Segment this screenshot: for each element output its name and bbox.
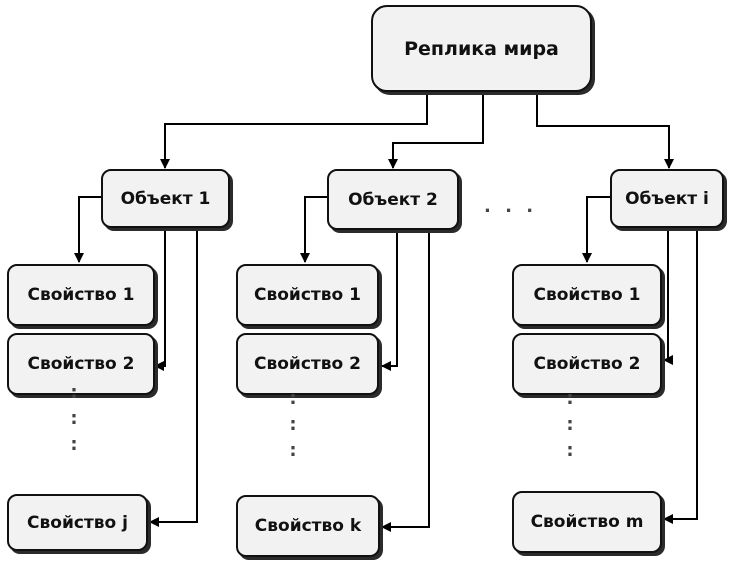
object-node-1: Объект 1 (101, 169, 230, 228)
property-node-object-1-1: Свойство 1 (7, 264, 155, 326)
connector-object-1-prop-last (149, 229, 198, 527)
object-node-i: Объект i (610, 169, 724, 228)
property-node-object-i-last: Свойство m (512, 491, 662, 553)
root-node: Реплика мира (371, 5, 592, 92)
property-node-object-i-1: Свойство 1 (512, 264, 662, 326)
property-ellipsis-object-2: : : : (289, 388, 297, 461)
object-node-2: Объект 2 (327, 169, 459, 230)
connector-object-1-prop-2 (154, 229, 166, 371)
property-ellipsis-object-i: : : : (566, 388, 574, 461)
connector-root-object-2 (388, 93, 484, 169)
property-ellipsis-object-1: : : : (70, 382, 78, 455)
property-node-object-1-2: Свойство 2 (7, 333, 155, 395)
connector-object-i-prop-2 (663, 229, 673, 365)
connector-object-1-prop-1 (74, 196, 101, 263)
property-node-object-2-2: Свойство 2 (236, 333, 379, 395)
connector-object-i-prop-last (663, 229, 698, 524)
connector-object-2-prop-2 (381, 231, 398, 371)
connector-object-i-prop-1 (582, 196, 610, 263)
connector-object-2-prop-1 (300, 196, 327, 263)
property-node-object-2-1: Свойство 1 (236, 264, 379, 326)
property-node-object-2-last: Свойство k (236, 495, 380, 557)
objects-ellipsis: . . . (484, 196, 538, 217)
connector-root-object-i (536, 93, 674, 169)
connector-object-2-prop-last (381, 231, 430, 532)
connector-root-object-1 (160, 93, 428, 169)
property-node-object-i-2: Свойство 2 (512, 333, 662, 395)
property-node-object-1-last: Свойство j (7, 494, 148, 551)
